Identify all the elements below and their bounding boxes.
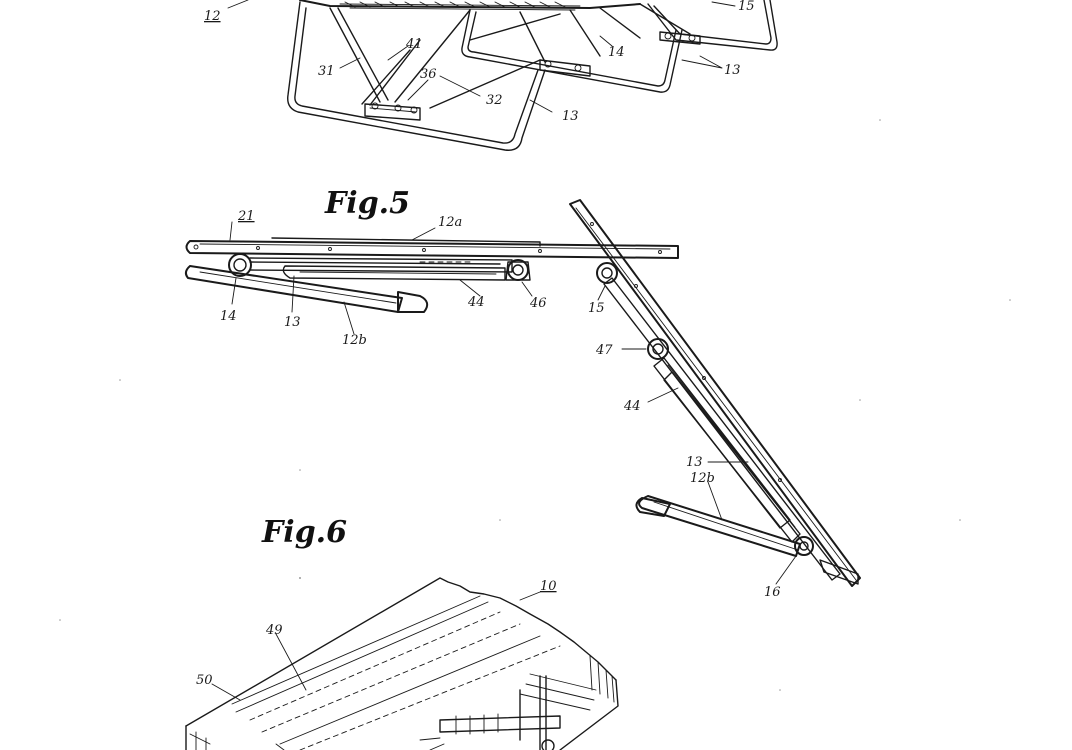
ref-47: 47 — [595, 343, 613, 358]
figure-6-fabric-panel — [185, 577, 619, 750]
figure-5-label: Fig.5 — [324, 186, 410, 221]
figure-6-reference-numerals: 10 49 50 — [196, 579, 557, 688]
ref-44-fig5-diag: 44 — [623, 399, 641, 414]
ref-21: 21 — [237, 209, 255, 224]
ref-13-fig4-bottom: 13 — [562, 109, 579, 124]
ref-10: 10 — [540, 579, 557, 594]
ref-12b-diag: 12b — [690, 471, 715, 486]
ref-31: 31 — [318, 64, 335, 79]
ref-32: 32 — [486, 93, 503, 108]
ref-12: 12 — [204, 9, 221, 24]
ref-14-fig4: 14 — [608, 45, 625, 60]
ref-12a: 12a — [438, 215, 462, 230]
ref-13-fig4-right: 13 — [724, 63, 741, 78]
figure-4-cot-frame — [227, 0, 778, 151]
ref-14-fig5: 14 — [220, 309, 237, 324]
ref-13-fig5-left: 13 — [284, 315, 301, 330]
ref-41: 41 — [405, 37, 423, 52]
figure-6-label: Fig.6 — [261, 515, 347, 550]
ref-36: 36 — [420, 67, 437, 82]
ref-49: 49 — [265, 623, 283, 638]
ref-16: 16 — [764, 585, 781, 600]
ref-12b-left: 12b — [342, 333, 367, 348]
ref-15-fig5: 15 — [588, 301, 605, 316]
figure-5-reference-numerals: 21 12a 44 46 15 14 13 12b 47 44 13 12b 1… — [220, 209, 781, 600]
ref-13-fig5-diag: 13 — [686, 455, 703, 470]
scan-specks — [59, 119, 1011, 691]
figure-4-reference-numerals: 12 15 41 14 13 31 36 32 13 — [204, 0, 755, 124]
ref-50: 50 — [196, 673, 213, 688]
figure-5-folding-mechanism — [184, 199, 861, 587]
ref-44-fig5-top: 44 — [467, 295, 485, 310]
ref-46: 46 — [529, 296, 547, 311]
ref-15-fig4: 15 — [738, 0, 755, 14]
